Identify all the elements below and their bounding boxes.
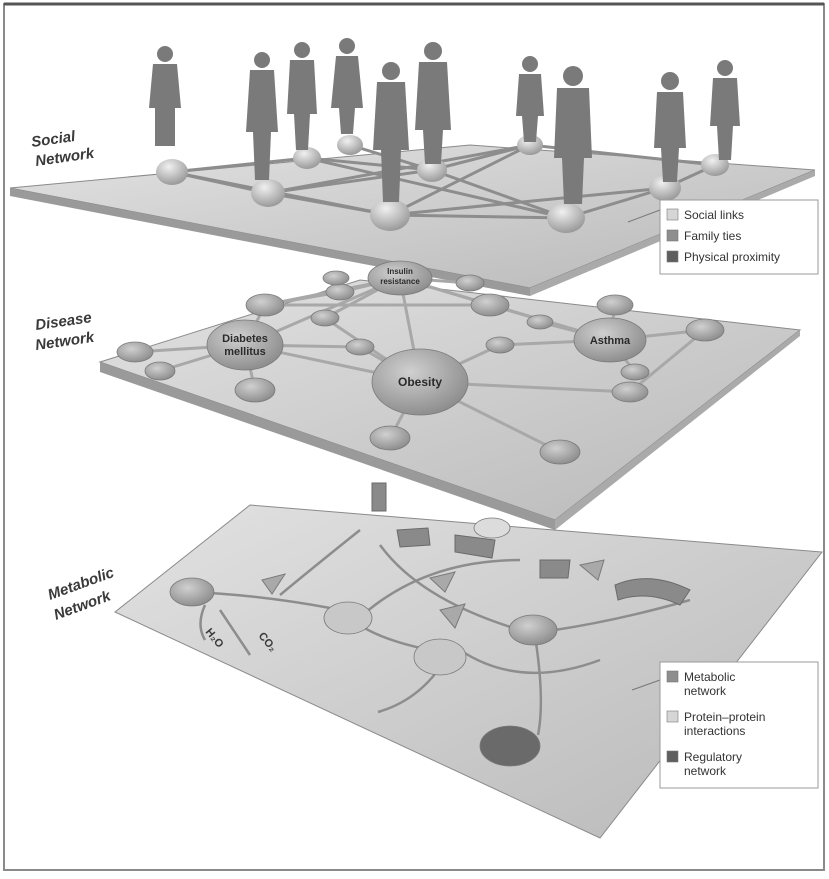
protein-interactions-label-2: interactions xyxy=(684,724,745,738)
person-figure xyxy=(554,66,592,204)
metabolic-network-label-2: network xyxy=(684,684,727,698)
social-legend xyxy=(659,199,819,275)
person-figure xyxy=(246,52,278,180)
metabolic-legend xyxy=(659,661,819,789)
asthma-node xyxy=(573,317,647,363)
regulatory-network-swatch xyxy=(666,750,679,763)
family-ties-swatch xyxy=(666,229,679,242)
metabolic-triangles xyxy=(261,559,605,629)
social-links-label: Social links xyxy=(684,208,744,222)
person-figure xyxy=(710,60,740,160)
protein-interactions-swatch xyxy=(666,710,679,723)
social-layer: Social Network Social links Family ties … xyxy=(9,38,819,296)
people-figures xyxy=(149,38,740,204)
regulatory-network-label-2: network xyxy=(684,764,727,778)
person-figure xyxy=(373,62,409,202)
social-title-line1: Social xyxy=(30,128,77,151)
metabolic-nodes xyxy=(169,517,558,767)
metabolic-legend-pointer xyxy=(631,679,661,691)
metabolic-legend-items: Metabolic network Protein–protein intera… xyxy=(666,670,765,778)
person-figure xyxy=(149,46,181,146)
disease-plane-edge-right xyxy=(555,330,800,530)
person-figure xyxy=(415,42,451,164)
metabolic-network-label-1: Metabolic xyxy=(684,670,735,684)
obesity-label: Obesity xyxy=(398,375,442,389)
protein-interactions-label-1: Protein–protein xyxy=(684,710,765,724)
social-links-swatch xyxy=(666,208,679,221)
insulin-label-line2: resistance xyxy=(380,277,420,286)
obesity-node xyxy=(371,348,469,416)
diabetes-label-line1: Diabetes xyxy=(222,333,268,345)
disease-layer: Insulin resistance Diabetes mellitus Ast… xyxy=(34,260,802,530)
diabetes-label-line2: mellitus xyxy=(224,346,266,358)
metabolic-network-swatch xyxy=(666,670,679,683)
social-legend-items: Social links Family ties Physical proxim… xyxy=(666,208,780,264)
person-figure xyxy=(516,56,544,142)
physical-proximity-label: Physical proximity xyxy=(684,250,780,264)
disease-plane-edge xyxy=(100,362,555,530)
disease-nodes xyxy=(116,260,725,465)
person-figure xyxy=(331,38,363,134)
social-legend-pointer xyxy=(627,209,661,223)
metabolic-layer: H₂O CO₂ Metabolic Network Metabolic netw… xyxy=(46,482,823,839)
family-ties-label: Family ties xyxy=(684,229,741,243)
insulin-node xyxy=(367,260,433,296)
insulin-label-line1: Insulin xyxy=(387,267,413,276)
physical-proximity-swatch xyxy=(666,250,679,263)
person-figure xyxy=(654,72,686,182)
regulatory-pipes xyxy=(371,482,691,606)
regulatory-network-label-1: Regulatory xyxy=(684,750,742,764)
asthma-label: Asthma xyxy=(590,335,631,347)
social-links xyxy=(171,143,716,220)
person-figure xyxy=(287,42,317,150)
diabetes-node xyxy=(206,319,284,371)
